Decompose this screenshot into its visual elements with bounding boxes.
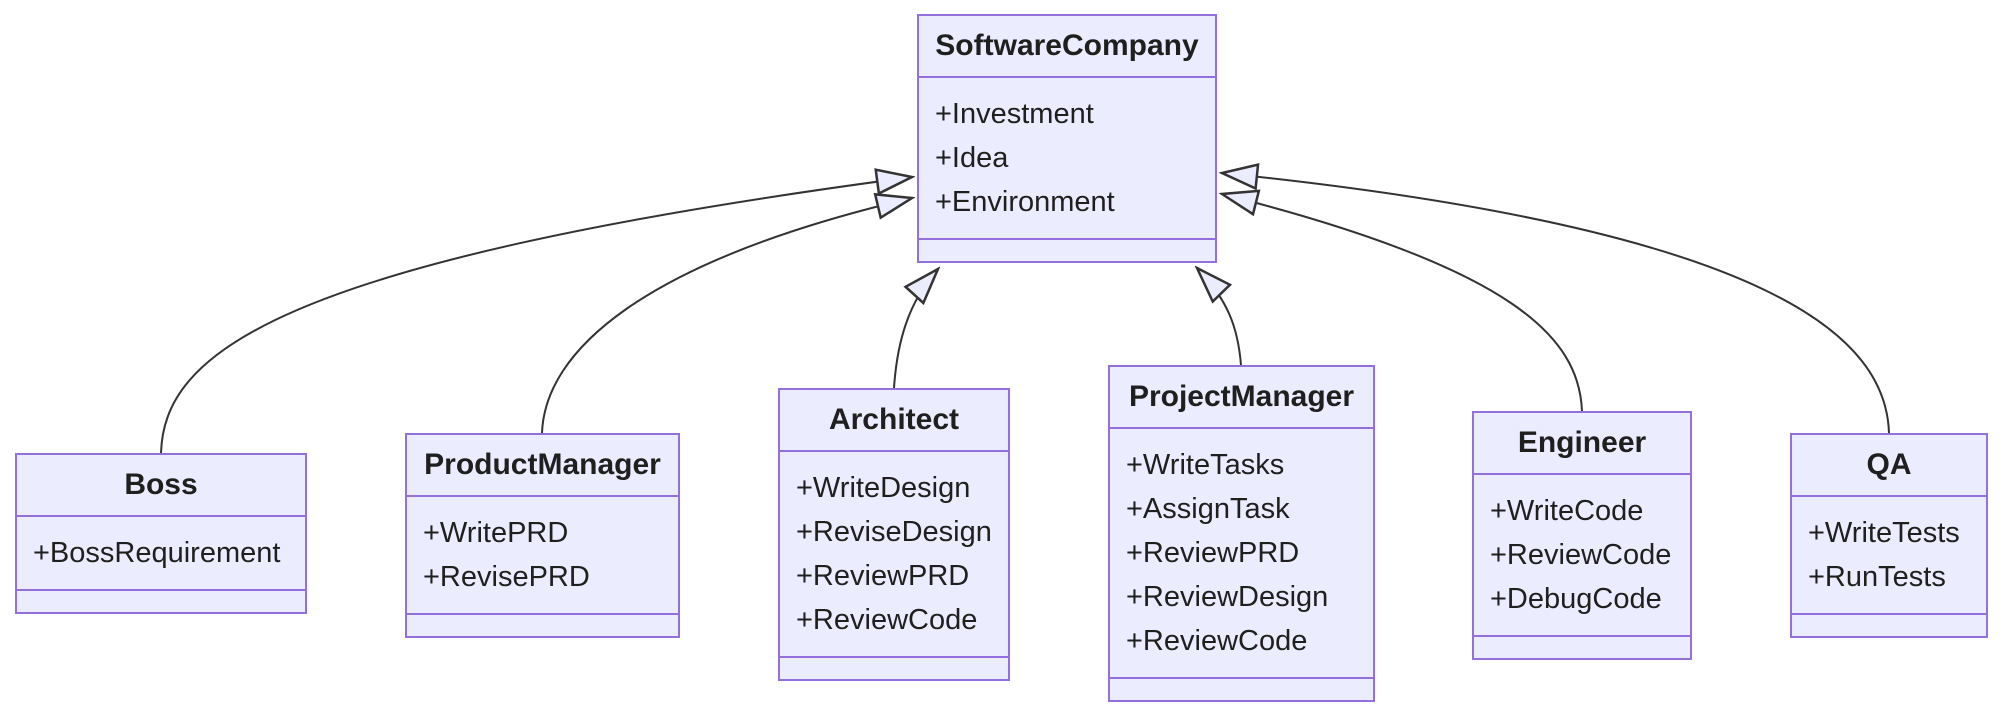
class-title: SoftwareCompany [919, 16, 1215, 78]
class-attributes: +WriteTests +RunTests [1792, 497, 1986, 615]
class-methods-empty [1792, 615, 1986, 636]
class-boss: Boss +BossRequirement [15, 453, 307, 614]
class-attribute: +BossRequirement [33, 537, 281, 569]
class-attribute: +ReviewCode [1126, 625, 1308, 657]
class-attributes: +WriteTasks +AssignTask +ReviewPRD +Revi… [1110, 429, 1373, 679]
class-attribute: +Environment [935, 186, 1115, 218]
class-qa: QA +WriteTests +RunTests [1790, 433, 1988, 638]
class-attributes: +WriteCode +ReviewCode +DebugCode [1474, 475, 1690, 637]
class-methods-empty [1110, 679, 1373, 700]
class-attribute: +WriteDesign [796, 472, 971, 504]
class-attribute: +Investment [935, 98, 1094, 130]
class-attribute: +WriteTests [1808, 517, 1960, 549]
class-attribute: +AssignTask [1126, 493, 1290, 525]
class-methods-empty [919, 240, 1215, 261]
class-attribute: +DebugCode [1490, 583, 1662, 615]
class-methods-empty [780, 658, 1008, 679]
class-attribute: +ReviewPRD [796, 560, 970, 592]
class-attribute: +ReviseDesign [796, 516, 992, 548]
class-title: QA [1792, 435, 1986, 497]
class-attribute: +RevisePRD [423, 561, 590, 593]
class-attribute: +WritePRD [423, 517, 569, 549]
class-attributes: +BossRequirement [17, 517, 305, 591]
class-attributes: +Investment +Idea +Environment [919, 78, 1215, 240]
class-softwarecompany: SoftwareCompany +Investment +Idea +Envir… [917, 14, 1217, 263]
class-attributes: +WritePRD +RevisePRD [407, 497, 678, 615]
class-architect: Architect +WriteDesign +ReviseDesign +Re… [778, 388, 1010, 681]
class-title: Architect [780, 390, 1008, 452]
class-title: Boss [17, 455, 305, 517]
class-methods-empty [407, 615, 678, 636]
class-attribute: +WriteCode [1490, 495, 1644, 527]
edge-projectmanager-to-softwarecompany [1197, 268, 1242, 366]
class-title: ProjectManager [1110, 367, 1373, 429]
class-attribute: +ReviewDesign [1126, 581, 1329, 613]
class-projectmanager: ProjectManager +WriteTasks +AssignTask +… [1108, 365, 1375, 702]
class-engineer: Engineer +WriteCode +ReviewCode +DebugCo… [1472, 411, 1692, 660]
class-title: Engineer [1474, 413, 1690, 475]
edge-architect-to-softwarecompany [893, 269, 938, 389]
class-methods-empty [17, 591, 305, 612]
class-attribute: +WriteTasks [1126, 449, 1285, 481]
class-attribute: +Idea [935, 142, 1009, 174]
class-productmanager: ProductManager +WritePRD +RevisePRD [405, 433, 680, 638]
class-title: ProductManager [407, 435, 678, 497]
class-methods-empty [1474, 637, 1690, 658]
class-attribute: +ReviewCode [796, 604, 978, 636]
class-attribute: +ReviewPRD [1126, 537, 1300, 569]
class-attributes: +WriteDesign +ReviseDesign +ReviewPRD +R… [780, 452, 1008, 658]
class-attribute: +ReviewCode [1490, 539, 1672, 571]
class-attribute: +RunTests [1808, 561, 1946, 593]
